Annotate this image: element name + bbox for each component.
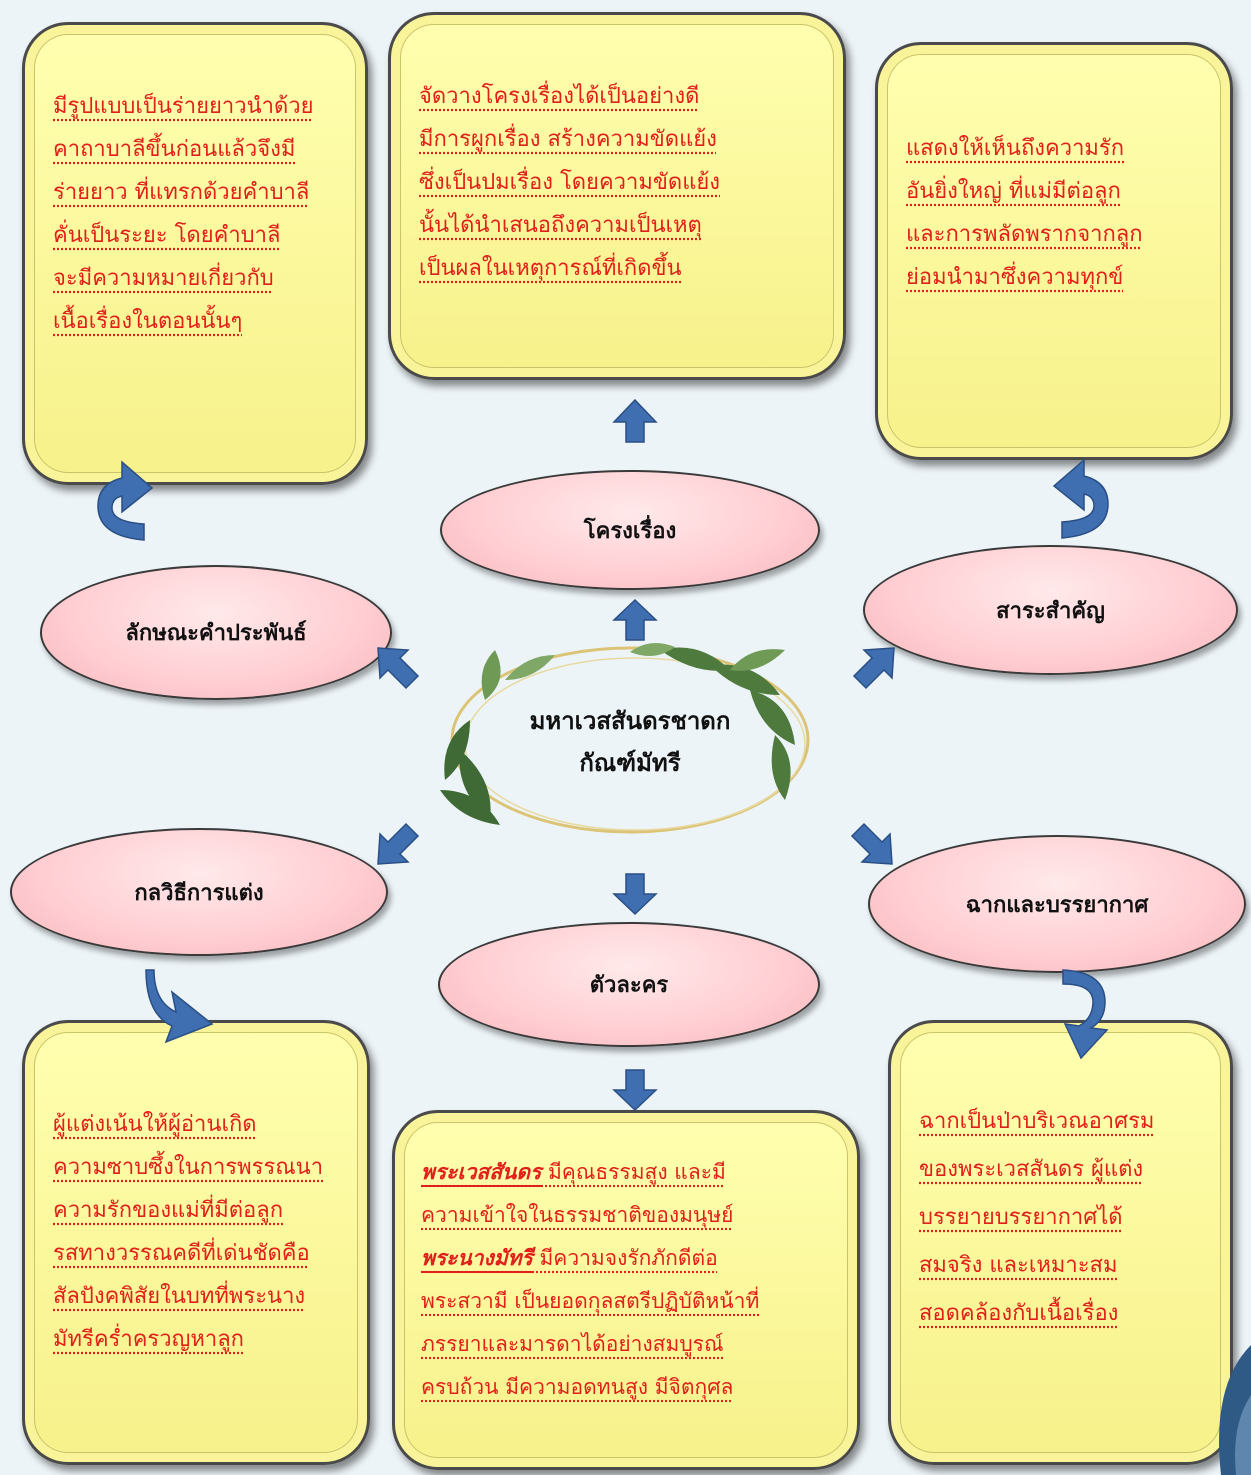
curved-arrow-icon: [97, 460, 154, 541]
curved-arrow-icon: [1052, 458, 1109, 539]
box-structure: จัดวางโครงเรื่องได้เป็นอย่างดี มีการผูกเ…: [388, 12, 846, 380]
box-characters-line-3: พระนางมัทรี มีความจงรักภักดีต่อ: [421, 1237, 839, 1280]
box-form-line-5: จะมีความหมายเกี่ยวกับ: [53, 266, 274, 291]
topic-setting: ฉากและบรรยากาศ: [868, 835, 1246, 973]
box-technique-line-1: ผู้แต่งเน้นให้ผู้อ่านเกิด: [53, 1112, 257, 1137]
topic-characters: ตัวละคร: [438, 922, 820, 1047]
topic-theme: สาระสำคัญ: [863, 545, 1238, 675]
box-setting-line-5: สอดคล้องกับเนื้อเรื่อง: [919, 1301, 1119, 1326]
arrow-up-icon: [612, 598, 658, 641]
box-structure-line-1: จัดวางโครงเรื่องได้เป็นอย่างดี: [419, 84, 700, 109]
box-form-line-4: คั่นเป็นระยะ โดยคำบาลี: [53, 223, 281, 248]
box-form-line-3: ร่ายยาว ที่แทรกด้วยคำบาลี: [53, 180, 310, 205]
box-technique-line-2: ความซาบซึ้งในการพรรณนา: [53, 1155, 324, 1180]
box-form-line-1: มีรูปแบบเป็นร่ายยาวนำด้วย: [53, 94, 314, 119]
arrow-down-icon: [612, 1069, 658, 1112]
box-characters-text: พระเวสสันดร มีคุณธรรมสูง และมี ความเข้าใ…: [421, 1151, 839, 1409]
arrow-down-icon: [612, 873, 658, 916]
topic-technique: กลวิธีการแต่ง: [10, 828, 388, 956]
character-desc-1a: มีคุณธรรมสูง และมี: [541, 1160, 726, 1184]
box-structure-line-3: ซึ่งเป็นปมเรื่อง โดยความขัดแย้ง: [419, 170, 721, 195]
box-theme-line-4: ย่อมนำมาซึ่งความทุกข์: [906, 265, 1124, 290]
box-structure-text: จัดวางโครงเรื่องได้เป็นอย่างดี มีการผูกเ…: [419, 75, 815, 290]
box-characters-line-1: พระเวสสันดร มีคุณธรรมสูง และมี: [421, 1151, 839, 1194]
character-desc-2d: ครบถ้วน มีความอดทนสูง มีจิตกุศล: [421, 1375, 734, 1399]
box-form-line-6: เนื้อเรื่องในตอนนั้นๆ: [53, 309, 243, 334]
center-wreath: มหาเวสสันดรชาดก กัณฑ์มัทรี: [430, 640, 830, 840]
character-desc-1b: ความเข้าใจในธรรมชาติของมนุษย์: [421, 1203, 734, 1227]
character-desc-2b: พระสวามี เป็นยอดกุลสตรีปฏิบัติหน้าที่: [421, 1289, 760, 1313]
box-theme-line-1: แสดงให้เห็นถึงความรัก: [906, 136, 1125, 161]
box-characters: พระเวสสันดร มีคุณธรรมสูง และมี ความเข้าใ…: [392, 1110, 860, 1470]
topic-form: ลักษณะคำประพันธ์: [40, 565, 392, 700]
box-setting-line-1: ฉากเป็นป่าบริเวณอาศรม: [919, 1109, 1155, 1134]
center-title-line-2: กัณฑ์มัทรี: [579, 749, 681, 777]
box-form: มีรูปแบบเป็นร่ายยาวนำด้วย คาถาบาลีขึ้นก่…: [22, 22, 368, 485]
arrow-down-right-icon: [850, 822, 893, 865]
box-technique-text: ผู้แต่งเน้นให้ผู้อ่านเกิด ความซาบซึ้งในก…: [53, 1103, 339, 1361]
box-setting: ฉากเป็นป่าบริเวณอาศรม ของพระเวสสันดร ผู้…: [888, 1020, 1233, 1465]
arrow-up-right-icon: [852, 647, 895, 690]
character-desc-2a: มีความจงรักภักดีต่อ: [532, 1246, 718, 1270]
curved-arrow-icon: [1062, 969, 1109, 1060]
curved-arrow-icon: [145, 969, 214, 1044]
box-technique: ผู้แต่งเน้นให้ผู้อ่านเกิด ความซาบซึ้งในก…: [22, 1020, 370, 1465]
box-technique-line-6: มัทรีคร่ำครวญหาลูก: [53, 1327, 244, 1352]
character-desc-2c: ภรรยาและมารดาได้อย่างสมบูรณ์: [421, 1332, 724, 1356]
box-theme: แสดงให้เห็นถึงความรัก อันยิ่งใหญ่ ที่แม่…: [875, 42, 1233, 460]
box-technique-line-4: รสทางวรรณคดีที่เด่นชัดคือ: [53, 1241, 310, 1266]
box-structure-line-4: นั้นได้นำเสนอถึงความเป็นเหตุ: [419, 213, 702, 238]
center-title: มหาเวสสันดรชาดก กัณฑ์มัทรี: [430, 700, 830, 784]
character-name-matsi: พระนางมัทรี: [421, 1246, 533, 1270]
box-theme-line-2: อันยิ่งใหญ่ ที่แม่มีต่อลูก: [906, 179, 1121, 204]
box-setting-line-3: บรรยายบรรยากาศได้: [919, 1205, 1123, 1230]
box-setting-line-4: สมจริง และเหมาะสม: [919, 1253, 1118, 1278]
corner-decoration-icon: [1219, 1345, 1251, 1475]
arrow-down-left-icon: [377, 822, 420, 865]
arrow-up-icon: [612, 398, 658, 443]
box-technique-line-5: สัลปังคพิสัยในบทที่พระนาง: [53, 1284, 306, 1309]
topic-structure: โครงเรื่อง: [440, 470, 820, 590]
box-structure-line-5: เป็นผลในเหตุการณ์ที่เกิดขึ้น: [419, 256, 682, 281]
box-setting-line-2: ของพระเวสสันดร ผู้แต่ง: [919, 1157, 1144, 1182]
box-theme-text: แสดงให้เห็นถึงความรัก อันยิ่งใหญ่ ที่แม่…: [906, 127, 1202, 299]
box-setting-text: ฉากเป็นป่าบริเวณอาศรม ของพระเวสสันดร ผู้…: [919, 1098, 1202, 1338]
box-form-text: มีรูปแบบเป็นร่ายยาวนำด้วย คาถาบาลีขึ้นก่…: [53, 85, 337, 343]
box-structure-line-2: มีการผูกเรื่อง สร้างความขัดแย้ง: [419, 127, 717, 152]
character-name-vessantara: พระเวสสันดร: [421, 1160, 542, 1184]
box-form-line-2: คาถาบาลีขึ้นก่อนแล้วจึงมี: [53, 137, 296, 162]
leaf-wreath-icon: [440, 643, 810, 834]
box-technique-line-3: ความรักของแม่ที่มีต่อลูก: [53, 1198, 284, 1223]
box-theme-line-3: และการพลัดพรากจากลูก: [906, 222, 1143, 247]
center-title-line-1: มหาเวสสันดรชาดก: [529, 707, 731, 735]
arrow-up-left-icon: [377, 647, 420, 690]
